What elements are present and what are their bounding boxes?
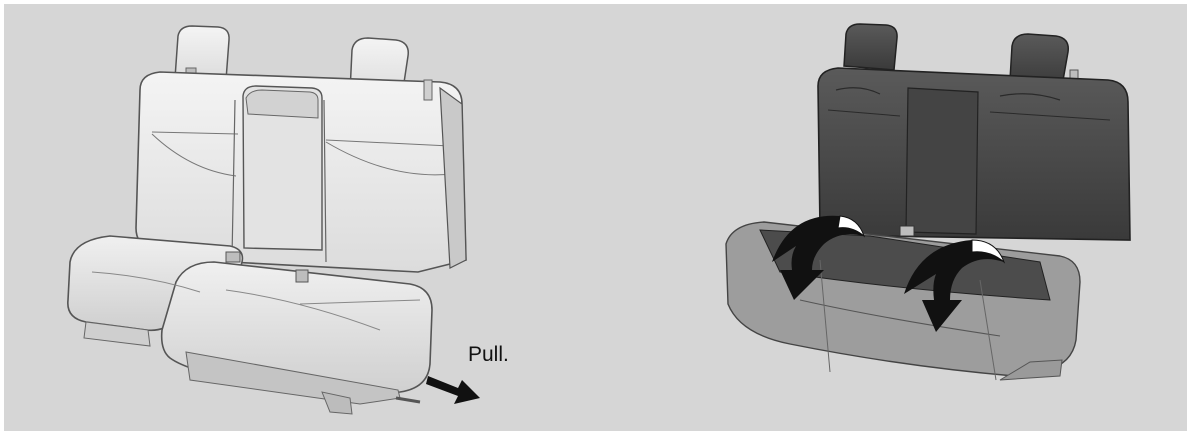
rear-seat-folding	[725, 23, 1131, 381]
fold-down-arrow-icon	[772, 215, 1006, 332]
rear-seat-upright	[67, 25, 467, 415]
right-headrest-dark-icon	[1009, 33, 1069, 87]
left-headrest-icon	[174, 25, 230, 81]
left-headrest-dark-icon	[843, 23, 898, 71]
pull-arrow-icon	[426, 376, 480, 404]
pull-callout-label: Pull.	[468, 343, 509, 366]
